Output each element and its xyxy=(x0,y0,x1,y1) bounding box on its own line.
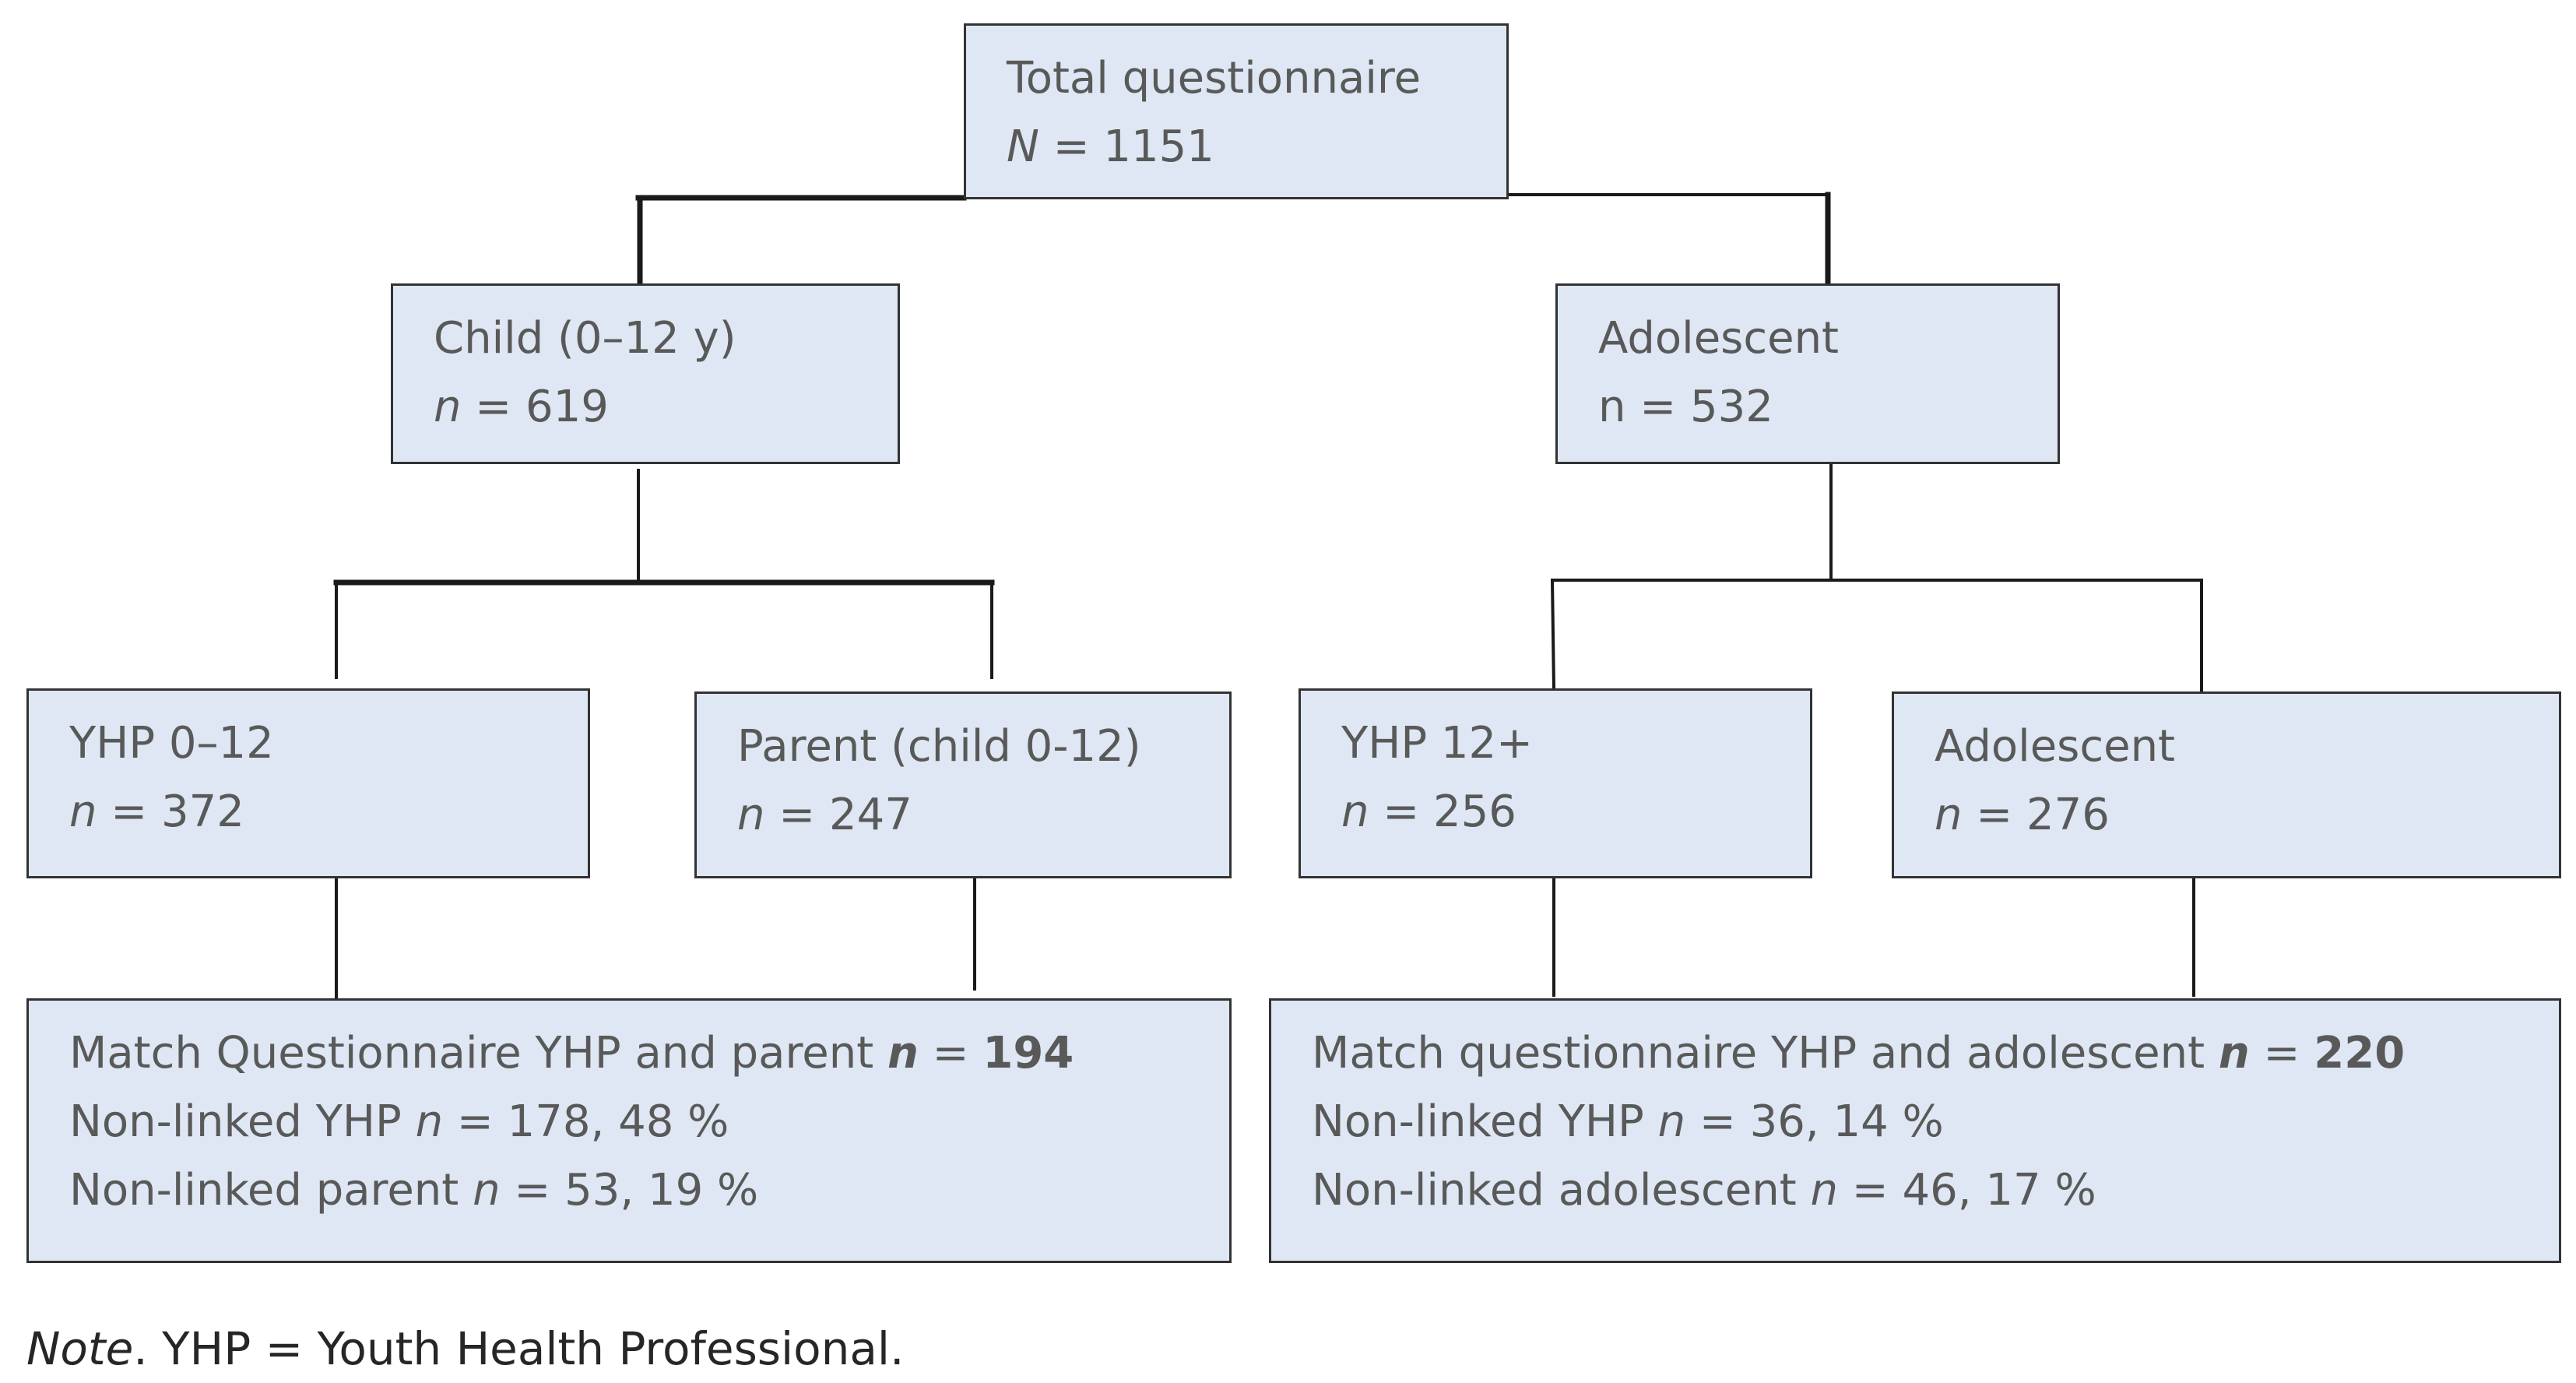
node-count: n = 372 xyxy=(69,778,244,846)
count-symbol: n xyxy=(434,382,462,432)
count-value: = 619 xyxy=(461,382,609,432)
node-title: Adolescent xyxy=(1598,313,1840,364)
node-title: Adolescent xyxy=(1935,721,2176,772)
figure-note: Note. YHP = Youth Health Professional. xyxy=(26,1314,904,1383)
node-title: YHP 0–12 xyxy=(69,718,274,769)
line-label: Non-linked YHP xyxy=(1312,1096,1658,1147)
node-total-questionnaire: Total questionnaire N = 1151 xyxy=(964,23,1509,199)
node-child: Child (0–12 y) n = 619 xyxy=(391,283,900,464)
node-title: YHP 12+ xyxy=(1341,718,1534,769)
count-value: = 372 xyxy=(97,787,244,837)
non-linked-parent-line: Non-linked parent n = 53, 19 % xyxy=(69,1156,758,1225)
match-line: Match questionnaire YHP and adolescent n… xyxy=(1312,1019,2405,1088)
note-label: Note xyxy=(26,1322,134,1375)
match-label: Match questionnaire YHP and adolescent xyxy=(1312,1028,2219,1079)
equals-sign: = xyxy=(918,1028,983,1079)
match-label: Match Questionnaire YHP and parent xyxy=(69,1028,887,1079)
non-linked-yhp-line: Non-linked YHP n = 178, 48 % xyxy=(69,1088,729,1156)
node-count: n = 532 xyxy=(1598,382,1773,432)
count-value: = 46, 17 % xyxy=(1838,1165,2096,1216)
node-count: n = 619 xyxy=(434,373,609,442)
node-count: n = 256 xyxy=(1341,778,1516,846)
node-title: Total questionnaire xyxy=(1007,53,1422,104)
count-symbol: n xyxy=(1810,1165,1839,1216)
count-value: = 53, 19 % xyxy=(500,1165,759,1216)
node-title: Child (0–12 y) xyxy=(434,313,736,364)
count-symbol: n xyxy=(737,790,765,840)
node-title: Parent (child 0-12) xyxy=(737,721,1141,772)
count-symbol: n xyxy=(1341,787,1369,837)
node-yhp-12-plus: YHP 12+ n = 256 xyxy=(1299,688,1812,878)
non-linked-yhp-line: Non-linked YHP n = 36, 14 % xyxy=(1312,1088,1944,1156)
node-adolescent: Adolescent n = 532 xyxy=(1555,283,2060,464)
count-symbol: n xyxy=(1657,1096,1686,1147)
count-value: = 247 xyxy=(764,790,912,840)
node-count: n = 247 xyxy=(737,781,912,850)
match-count: 194 xyxy=(982,1028,1074,1079)
line-label: Non-linked adolescent xyxy=(1312,1165,1811,1216)
match-line: Match Questionnaire YHP and parent n = 1… xyxy=(69,1019,1074,1088)
count-symbol: n xyxy=(415,1096,444,1147)
count-symbol: n xyxy=(69,787,97,837)
node-count: n = 276 xyxy=(1935,781,2110,850)
count-value: = 276 xyxy=(1962,790,2110,840)
node-parent: Parent (child 0-12) n = 247 xyxy=(694,692,1232,878)
line-label: Non-linked YHP xyxy=(69,1096,416,1147)
count-symbol: n xyxy=(1935,790,1963,840)
note-text: . YHP = Youth Health Professional. xyxy=(133,1322,905,1375)
node-match-yhp-adolescent: Match questionnaire YHP and adolescent n… xyxy=(1269,998,2561,1263)
equals-sign: = xyxy=(2249,1028,2314,1079)
count-symbol: n xyxy=(2218,1028,2250,1079)
node-match-yhp-parent: Match Questionnaire YHP and parent n = 1… xyxy=(26,998,1232,1263)
count-value: = 256 xyxy=(1369,787,1516,837)
node-yhp-0-12: YHP 0–12 n = 372 xyxy=(26,688,590,878)
count-value: = 1151 xyxy=(1038,121,1214,172)
count-value: = 36, 14 % xyxy=(1685,1096,1944,1147)
node-adolescent-self: Adolescent n = 276 xyxy=(1892,692,2561,878)
non-linked-adolescent-line: Non-linked adolescent n = 46, 17 % xyxy=(1312,1156,2096,1225)
count-value: = 178, 48 % xyxy=(443,1096,729,1147)
count-symbol: n xyxy=(887,1028,919,1079)
count-symbol: n xyxy=(473,1165,501,1216)
count-symbol: N xyxy=(1007,121,1039,172)
connector-adolescent-yhp-drop xyxy=(1550,578,1556,691)
node-count: N = 1151 xyxy=(1007,113,1214,181)
line-label: Non-linked parent xyxy=(69,1165,473,1216)
match-count: 220 xyxy=(2314,1028,2406,1079)
